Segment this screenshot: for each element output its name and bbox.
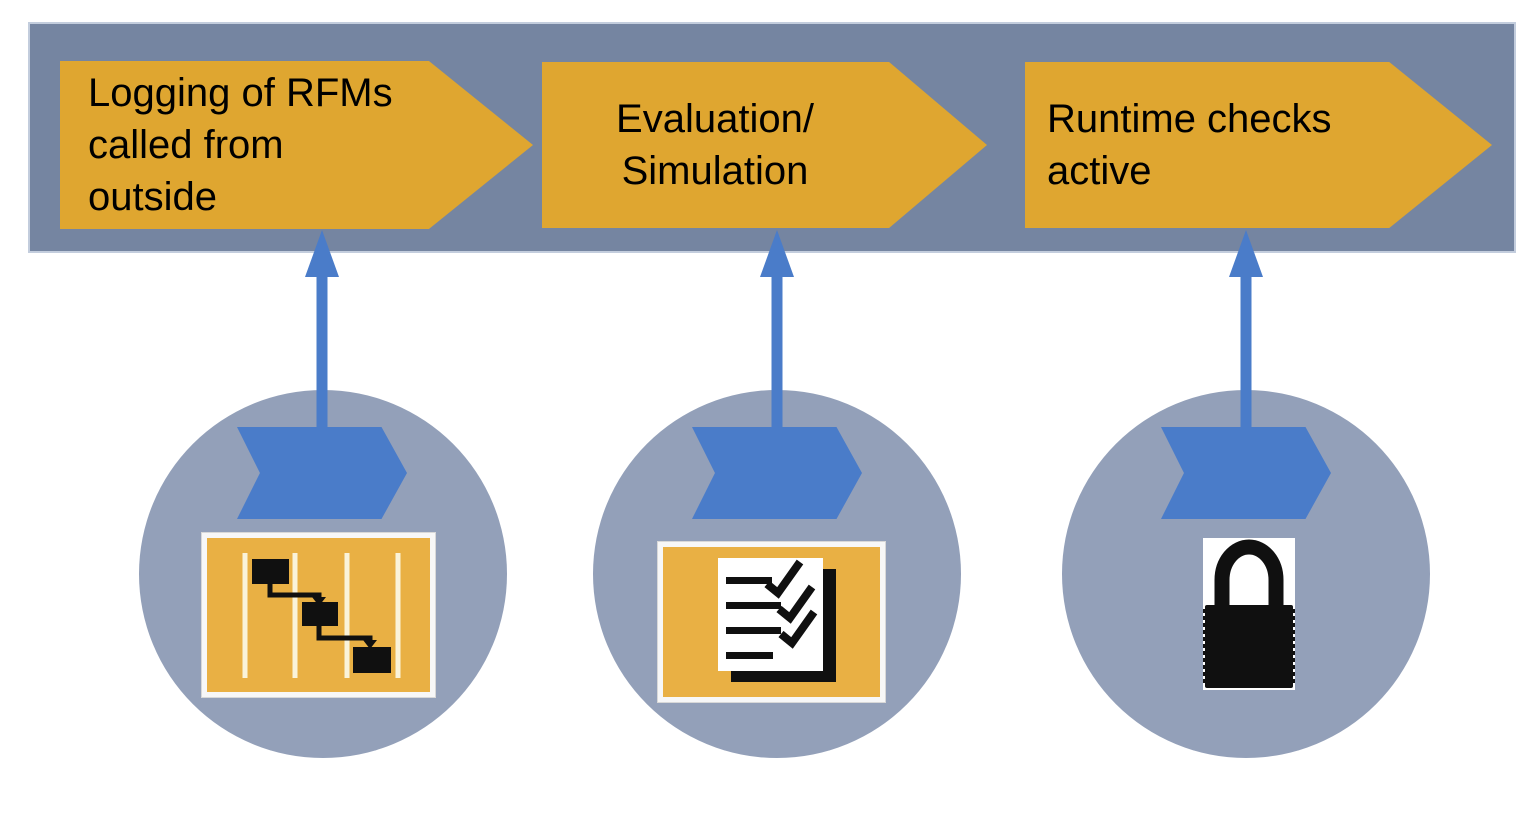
step-label-line: Logging of RFMs <box>88 71 393 115</box>
up-arrow-connector-2 <box>760 230 794 476</box>
step-arrow-logging: Logging of RFMs called from outside <box>60 61 533 229</box>
padlock-icon <box>1203 538 1295 690</box>
step-label-line: outside <box>88 175 217 219</box>
step-label-line: active <box>1047 149 1152 193</box>
chevron-icon <box>1161 427 1331 519</box>
up-arrow-connector-1 <box>305 230 339 476</box>
up-arrow-connector-3 <box>1229 230 1263 476</box>
step-label-line: Simulation <box>621 149 809 193</box>
step-label-line: Runtime checks <box>1047 97 1332 141</box>
step-arrow-runtime: Runtime checks active <box>1025 62 1492 228</box>
gantt-chart-icon <box>201 532 436 698</box>
step-label-line: Evaluation/ <box>616 97 814 141</box>
step-label-line: called from <box>88 123 284 167</box>
chevron-icon <box>237 427 407 519</box>
chevron-icon <box>692 427 862 519</box>
checklist-icon <box>657 541 886 703</box>
step-arrow-evaluation: Evaluation/ Simulation <box>542 62 987 228</box>
